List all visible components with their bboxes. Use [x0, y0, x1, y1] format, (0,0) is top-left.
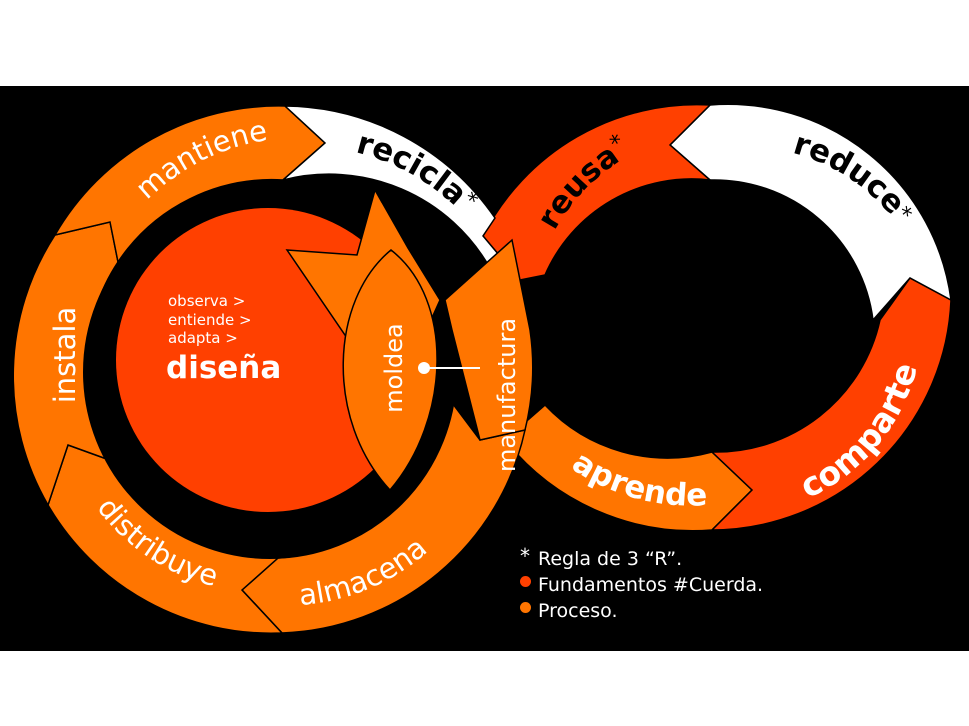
segment-reduce[interactable] [668, 103, 952, 322]
inner-ring-band [83, 185, 457, 559]
asterisk-icon: * [520, 544, 530, 568]
core-step-entiende: entiende > [168, 311, 252, 329]
segment-comparte[interactable] [710, 277, 952, 531]
moldea-lens[interactable] [342, 249, 438, 492]
core-step-adapta: adapta > [168, 329, 238, 347]
segment-manufactura[interactable] [444, 238, 534, 441]
right-cycle [482, 103, 952, 532]
core-title-diseña: diseña [166, 350, 281, 386]
label-manufactura: manufactura [493, 318, 521, 472]
legend-text: Regla de 3 “R”. [538, 548, 683, 570]
label-instala: instala [48, 307, 82, 404]
legend-item-fundamentals: Fundamentos #Cuerda. [518, 572, 763, 598]
legend-item-rule: * Regla de 3 “R”. [518, 544, 763, 572]
connector-dot [418, 362, 430, 374]
core-step-observa: observa > [168, 292, 245, 310]
legend-text: Proceso. [538, 600, 618, 622]
orange-dot-icon [519, 601, 531, 613]
segment-reusa[interactable] [482, 103, 713, 281]
legend: * Regla de 3 “R”. Fundamentos #Cuerda. P… [518, 544, 763, 624]
legend-text: Fundamentos #Cuerda. [538, 574, 764, 596]
legend-item-process: Proceso. [518, 598, 763, 624]
red-dot-icon [519, 575, 531, 587]
left-cycle [12, 105, 534, 634]
label-moldea: moldea [380, 323, 408, 412]
